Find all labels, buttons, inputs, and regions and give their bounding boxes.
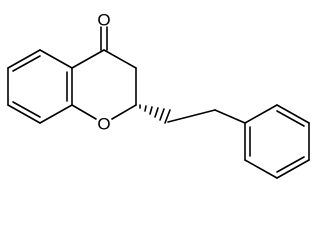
carbonyl-oxygen-label: O	[97, 10, 110, 29]
bond-c4-c3	[103, 49, 137, 69]
phenyl-inner-3	[276, 156, 305, 173]
bond-ph4-ph5	[276, 159, 310, 179]
hash-3	[149, 106, 153, 115]
hash-6	[164, 109, 171, 124]
hash-5	[159, 108, 165, 121]
bond-ch2-ch2	[167, 109, 216, 123]
bond-ph5-ph6	[244, 159, 278, 179]
bond-ch2-phenyl	[214, 109, 246, 124]
ethyl-linker	[167, 109, 246, 124]
bond-c5-c6	[7, 49, 41, 69]
bond-c7-c8	[7, 104, 41, 124]
bond-o1-c8a	[71, 104, 97, 120]
aromatic-inner-1	[12, 55, 41, 72]
bond-c2-o1	[111, 104, 137, 120]
hash-4	[154, 107, 159, 118]
bond-ph2-ph3	[276, 104, 310, 124]
benzo-ring	[7, 49, 73, 124]
chemical-structure: O O	[7, 10, 310, 179]
bond-c4a-c5	[39, 49, 73, 69]
bond-c8-c8a	[39, 104, 73, 124]
pyranone-ring	[71, 26, 137, 120]
aromatic-inner-2	[12, 101, 41, 118]
hash-2	[144, 105, 147, 112]
stereo-hashed-wedge	[139, 104, 171, 124]
ring-oxygen-text: O	[97, 114, 110, 133]
phenyl-ring	[244, 104, 310, 179]
ring-oxygen-label: O	[97, 114, 110, 133]
bond-c4a-c4	[71, 49, 105, 69]
bond-ph1-ph2	[244, 104, 278, 124]
carbonyl-oxygen-text: O	[97, 10, 110, 29]
phenyl-inner-2	[276, 110, 305, 127]
